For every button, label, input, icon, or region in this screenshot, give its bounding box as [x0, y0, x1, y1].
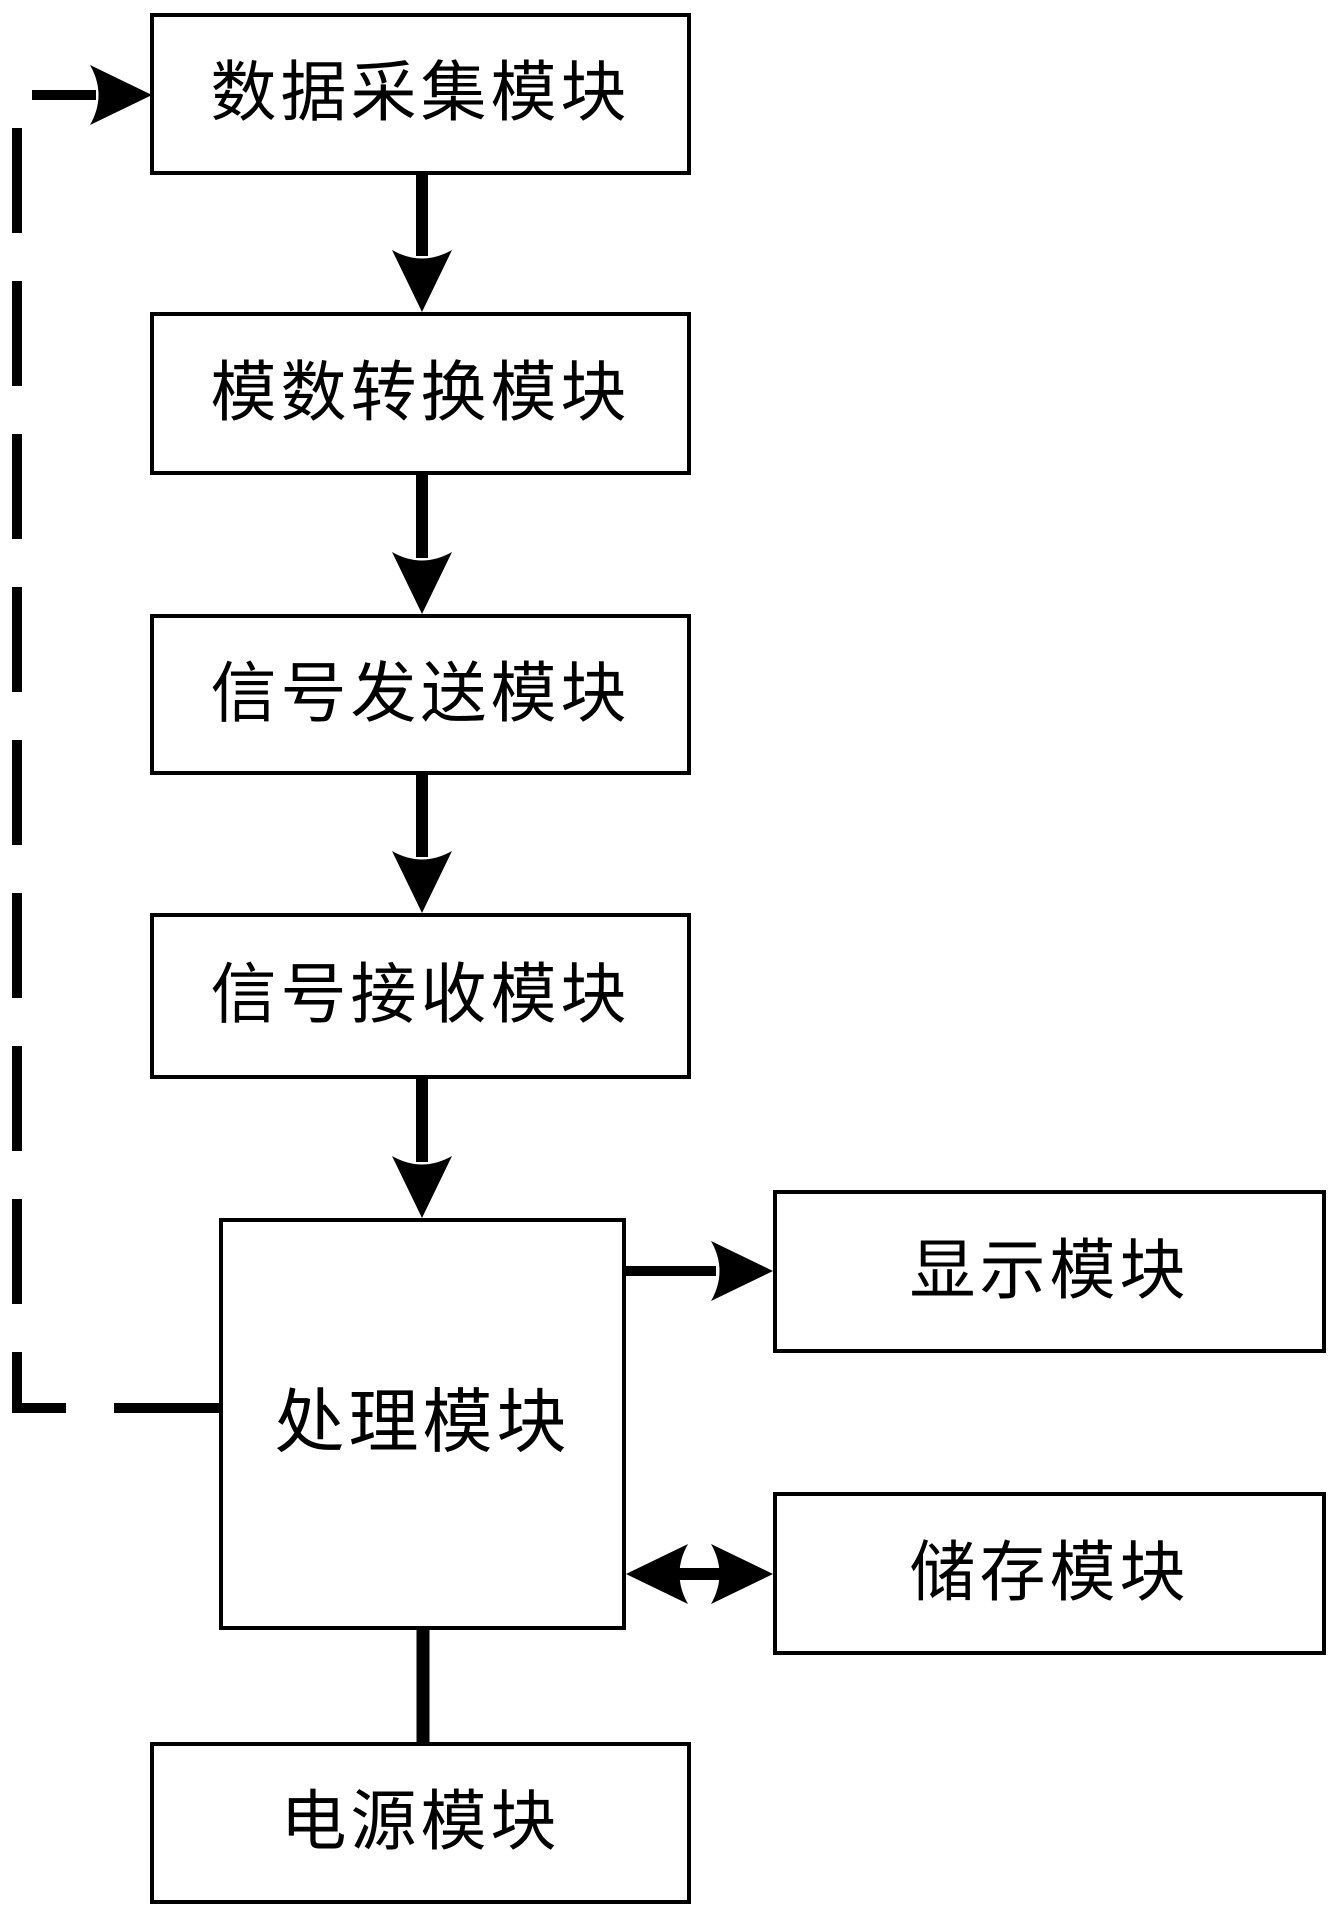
right-arrowhead-icon [711, 1241, 773, 1301]
left-arrowhead-icon [626, 1544, 688, 1604]
down-arrowhead-icon [392, 1156, 452, 1218]
box-signal-receive: 信号接收模块 [150, 913, 691, 1079]
box-signal-send: 信号发送模块 [150, 614, 691, 775]
box-display: 显示模块 [773, 1190, 1326, 1353]
box-processing-label: 处理模块 [274, 1385, 571, 1462]
box-processing: 处理模块 [219, 1218, 626, 1630]
box-ad-conversion-label: 模数转换模块 [210, 356, 631, 430]
box-data-collection: 数据采集模块 [150, 13, 691, 175]
box-data-collection-label: 数据采集模块 [210, 57, 631, 130]
box-power: 电源模块 [150, 1742, 691, 1904]
box-ad-conversion: 模数转换模块 [150, 312, 691, 475]
box-signal-send-label: 信号发送模块 [210, 657, 631, 731]
down-arrowhead-icon [392, 552, 452, 614]
feedback-arrowhead-icon [90, 65, 152, 125]
down-arrowhead-icon [392, 851, 452, 913]
box-signal-receive-label: 信号接收模块 [210, 959, 631, 1032]
box-power-label: 电源模块 [280, 1786, 561, 1859]
box-display-label: 显示模块 [909, 1234, 1190, 1308]
box-storage: 储存模块 [773, 1492, 1326, 1655]
box-storage-label: 储存模块 [909, 1536, 1190, 1610]
right-arrowhead-icon [711, 1544, 773, 1604]
down-arrowhead-icon [392, 250, 452, 312]
dashed-feedback-line [12, 90, 219, 1413]
